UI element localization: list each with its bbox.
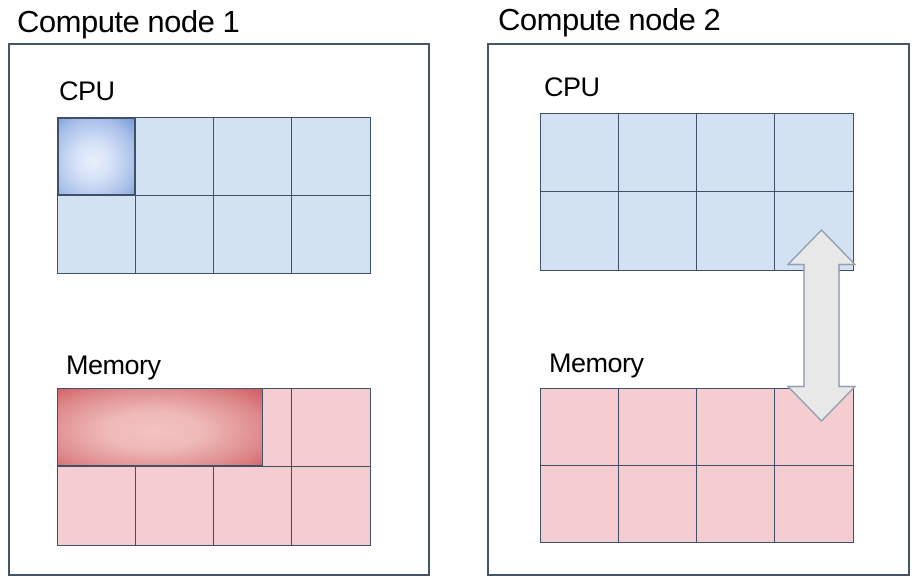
compute-node-1-box [8, 43, 430, 576]
cpu-core-cell [214, 118, 292, 196]
compute-node-2-title: Compute node 2 [498, 2, 721, 37]
node-1-allocated-memory-block [57, 388, 263, 466]
memory-cell [541, 465, 619, 542]
cpu-core-cell [292, 118, 370, 196]
cpu-core-cell [541, 192, 619, 270]
cpu-core-cell [214, 195, 292, 273]
memory-cell [775, 465, 853, 542]
memory-cell [697, 465, 775, 542]
cpu-core-cell [619, 192, 697, 270]
cpu-core-cell [292, 195, 370, 273]
cpu-core-cell [58, 195, 136, 273]
cpu-core-cell [775, 114, 853, 192]
memory-cell [58, 467, 136, 545]
node-1-memory-label: Memory [66, 350, 161, 380]
cpu-core-cell [697, 192, 775, 270]
node-2-memory-label: Memory [549, 348, 644, 378]
compute-node-1-title: Compute node 1 [17, 4, 240, 39]
cpu-core-cell [136, 118, 214, 196]
cpu-memory-transfer-arrow-icon [787, 229, 856, 422]
memory-cell [214, 467, 292, 545]
cpu-core-cell [541, 114, 619, 192]
node-1-cpu-grid [57, 117, 371, 274]
memory-cell [541, 389, 619, 466]
compute-node-2-box [487, 43, 910, 576]
node-2-cpu-grid [540, 113, 854, 271]
active-cpu-core-cell [58, 118, 136, 196]
memory-cell [292, 389, 370, 467]
memory-cell [619, 465, 697, 542]
cpu-core-cell [136, 195, 214, 273]
memory-cell [697, 389, 775, 466]
node-1-cpu-label: CPU [59, 76, 115, 106]
cpu-core-cell [697, 114, 775, 192]
memory-cell [619, 389, 697, 466]
node-2-cpu-label: CPU [544, 72, 600, 102]
memory-cell [136, 467, 214, 545]
cpu-core-cell [619, 114, 697, 192]
memory-cell [292, 467, 370, 545]
